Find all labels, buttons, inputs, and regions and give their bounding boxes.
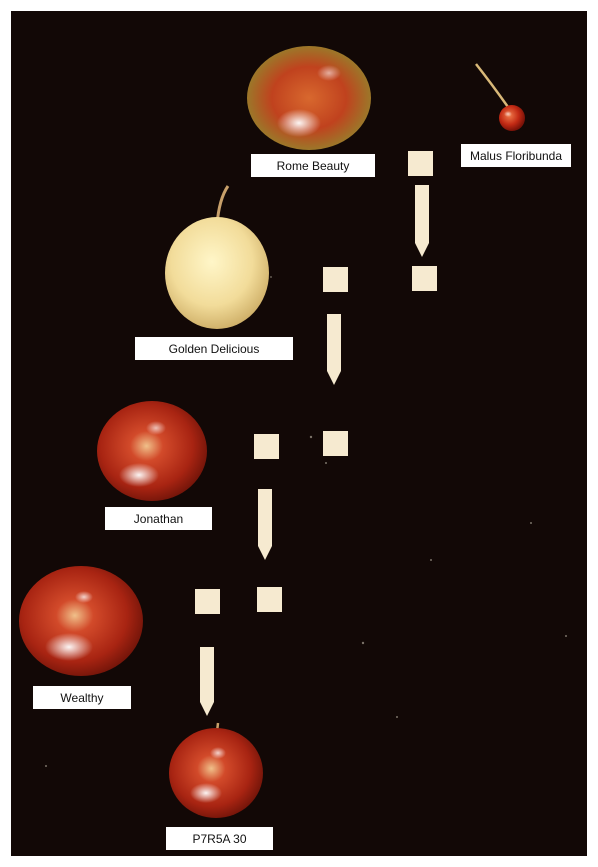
label-jonathan: Jonathan [105, 507, 212, 530]
marker-arrow-down [200, 647, 214, 716]
label-p7r5a30: P7R5A 30 [166, 827, 273, 850]
pedigree-photo: Rome Beauty Malus Floribunda Golden Deli… [11, 11, 587, 856]
wealthy-apple [19, 566, 143, 676]
marker-square [412, 266, 437, 291]
pedigree-illustration [11, 11, 587, 856]
marker-square [254, 434, 279, 459]
label-malus-floribunda: Malus Floribunda [461, 144, 571, 167]
label-rome-beauty: Rome Beauty [251, 154, 375, 177]
jonathan-apple [97, 401, 207, 501]
marker-arrow-down [415, 185, 429, 257]
label-wealthy: Wealthy [33, 686, 131, 709]
rome-beauty-apple [247, 46, 371, 150]
label-golden-delicious: Golden Delicious [135, 337, 293, 360]
marker-square [257, 587, 282, 612]
marker-square [195, 589, 220, 614]
malus-floribunda-crabapple [476, 64, 525, 131]
marker-square [323, 267, 348, 292]
marker-arrow-down [258, 489, 272, 560]
marker-arrow-down [327, 314, 341, 385]
marker-square [323, 431, 348, 456]
golden-delicious-apple [165, 186, 269, 329]
marker-square [408, 151, 433, 176]
p7r5a30-apple [169, 723, 263, 818]
